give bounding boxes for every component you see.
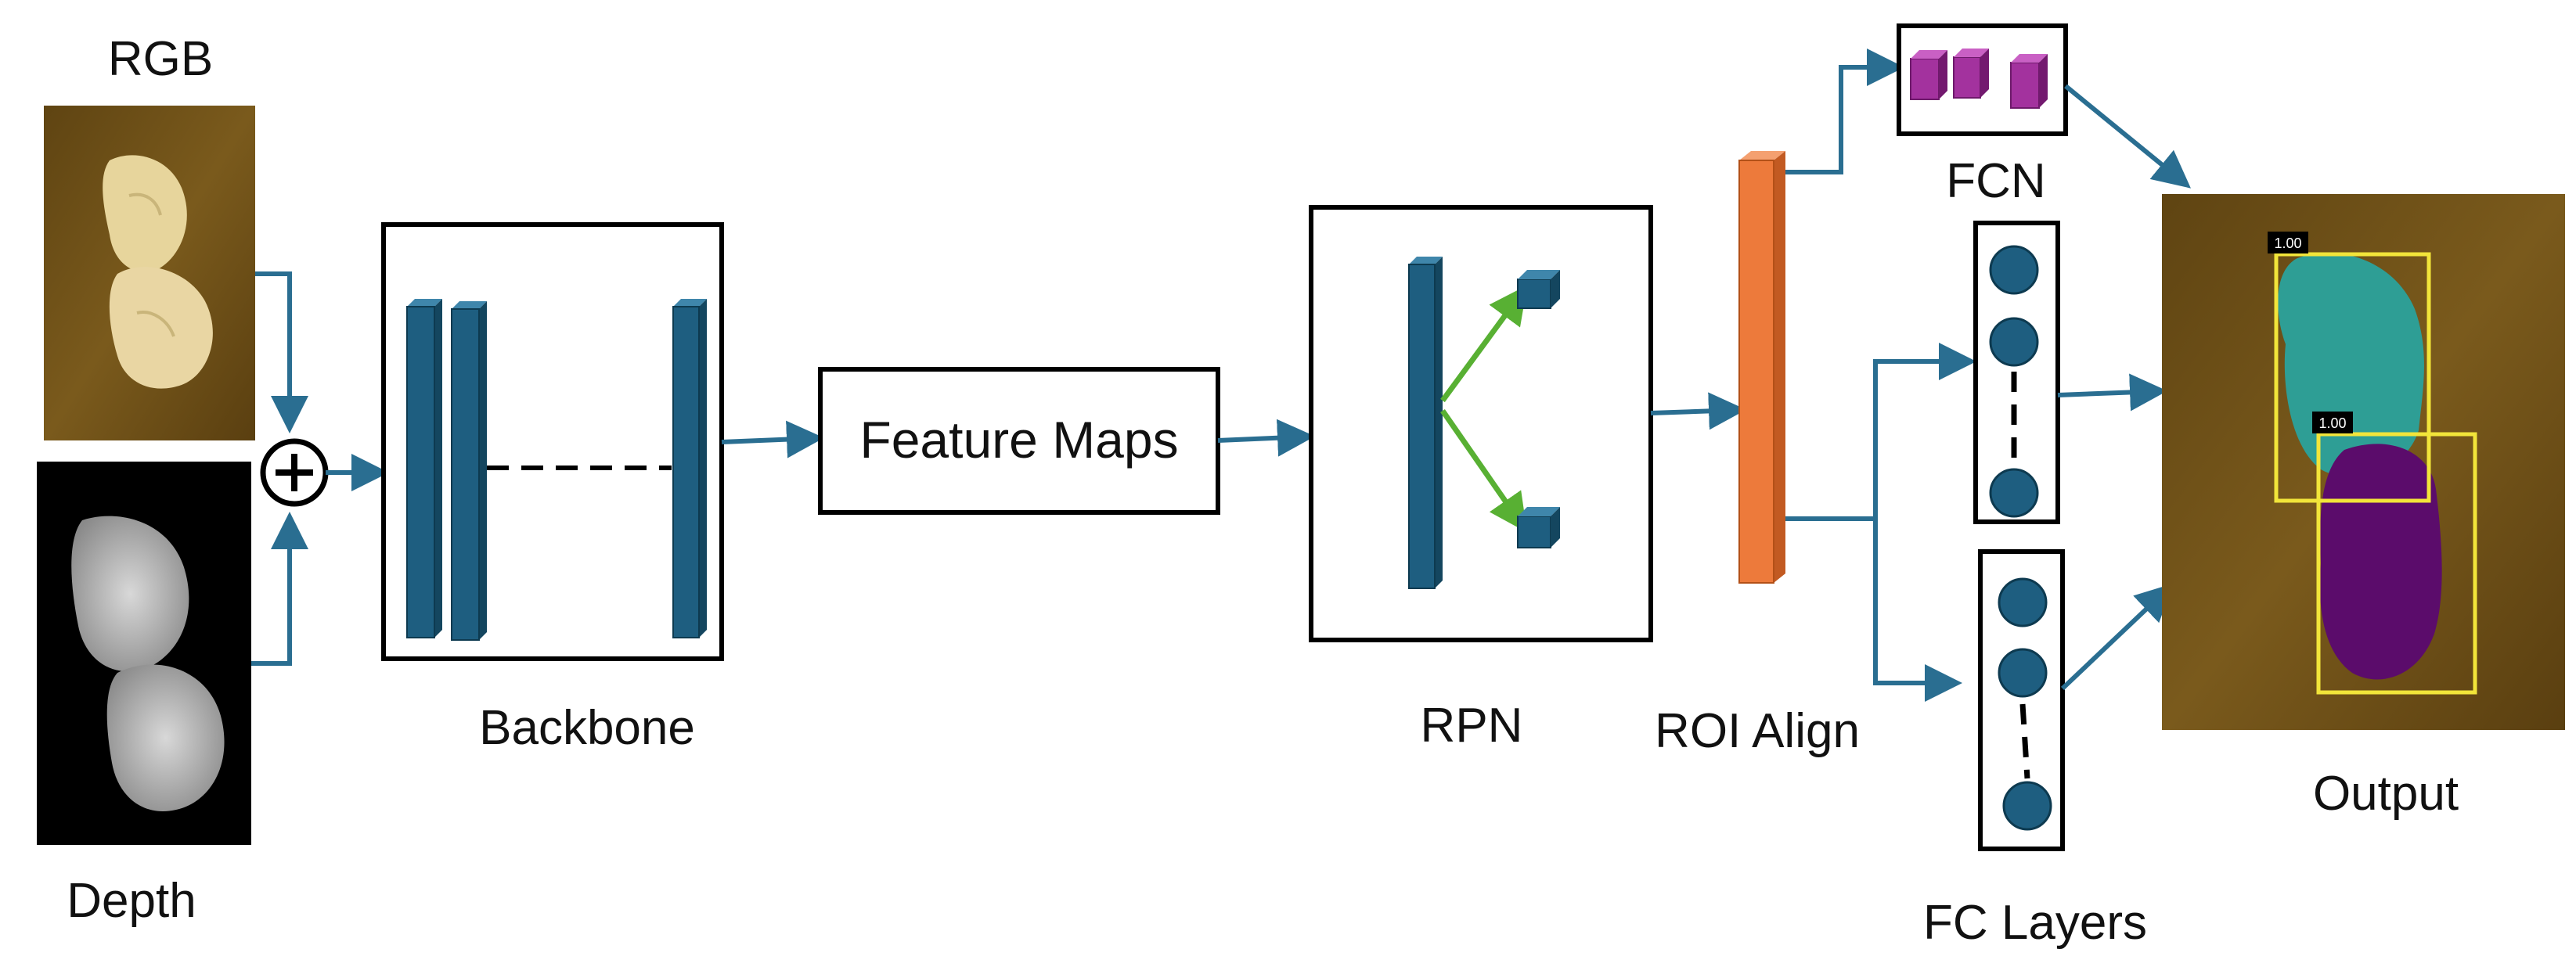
fc-layer-bottom bbox=[1978, 549, 2065, 851]
fc-node bbox=[1989, 317, 2039, 367]
fc-layer-top bbox=[1973, 221, 2060, 524]
score-text: 1.00 bbox=[2318, 415, 2346, 431]
feature-maps-box bbox=[818, 367, 1220, 515]
rgb-to-fusion-arrow bbox=[255, 271, 308, 433]
rgb-label: RGB bbox=[108, 32, 213, 86]
features-to-rpn-arrow bbox=[1217, 419, 1315, 457]
fc-top-to-output-arrow bbox=[2057, 373, 2167, 412]
depth-to-fusion-arrow bbox=[251, 512, 308, 666]
fc-node bbox=[1989, 245, 2039, 295]
rpn-branch-arrow bbox=[1440, 409, 1527, 533]
output-label: Output bbox=[2313, 767, 2459, 821]
fcn-cube bbox=[2010, 54, 2048, 109]
backbone-to-features-arrow bbox=[721, 420, 824, 458]
rpn-feature-layer bbox=[1408, 264, 1436, 589]
feature-maps-label: Feature Maps bbox=[859, 411, 1178, 469]
fc-node bbox=[2002, 781, 2052, 831]
bounding-box bbox=[2274, 252, 2431, 503]
fcn-to-output-arrow bbox=[2064, 84, 2191, 189]
rpn-output-cube bbox=[1517, 270, 1560, 309]
roi-align-label: ROI Align bbox=[1655, 704, 1860, 758]
backbone-label: Backbone bbox=[479, 701, 695, 755]
rpn-label: RPN bbox=[1421, 699, 1523, 753]
fcn-cube bbox=[1953, 49, 1989, 99]
fc-node bbox=[1998, 577, 2048, 627]
backbone-box bbox=[381, 222, 724, 661]
rpn-to-roi-arrow bbox=[1650, 392, 1746, 430]
rgb-image bbox=[44, 106, 255, 440]
roi-to-fc-bottom-arrow bbox=[1873, 519, 1962, 702]
roi-to-fc-top-arrow bbox=[1873, 343, 1976, 519]
roi-align-layer bbox=[1738, 151, 1785, 584]
rpn-output-cube bbox=[1517, 507, 1560, 548]
fcn-cube bbox=[1910, 50, 1947, 100]
backbone-layer bbox=[672, 299, 707, 638]
circle-plus-icon bbox=[260, 438, 329, 507]
score-tag bbox=[2312, 412, 2353, 433]
backbone-layer bbox=[406, 299, 442, 638]
depth-image bbox=[37, 462, 251, 845]
fcn-box bbox=[1897, 23, 2068, 136]
roi-to-fcn-arrow bbox=[1785, 49, 1904, 174]
score-tag bbox=[2268, 232, 2308, 253]
score-text: 1.00 bbox=[2274, 235, 2301, 251]
segmentation-mask-purple bbox=[2319, 444, 2442, 680]
fc-layers-label: FC Layers bbox=[1923, 896, 2147, 950]
depth-label: Depth bbox=[67, 874, 196, 928]
backbone-layer bbox=[451, 301, 487, 641]
fc-node bbox=[1989, 468, 2039, 518]
bounding-box bbox=[2316, 432, 2477, 695]
output-image: 1.00 1.00 bbox=[2162, 194, 2565, 730]
rpn-branch-arrow bbox=[1440, 285, 1528, 403]
fc-node bbox=[1998, 648, 2048, 698]
fcn-label: FCN bbox=[1946, 154, 2045, 208]
fc-bottom-to-output-arrow bbox=[2060, 583, 2174, 691]
rpn-box bbox=[1309, 205, 1653, 642]
